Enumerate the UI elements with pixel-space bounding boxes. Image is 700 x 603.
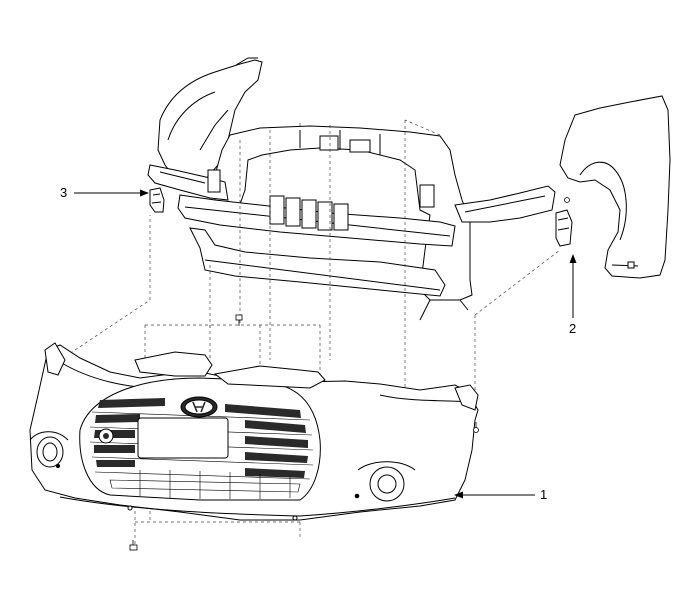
screw-right — [473, 422, 479, 433]
license-plate-area — [137, 417, 229, 459]
callout-3: 3 — [60, 185, 149, 200]
callout-label-1: 1 — [540, 487, 547, 502]
bumper-mounting-bracket-right — [555, 209, 573, 247]
callout-label-3: 3 — [60, 185, 67, 200]
callout-2: 2 — [569, 254, 577, 336]
front-end-module — [147, 125, 556, 321]
callout-label-2: 2 — [569, 321, 576, 336]
clip-fender — [564, 197, 570, 203]
clip-upper — [235, 314, 243, 326]
callout-1: 1 — [454, 487, 547, 502]
fasteners — [129, 197, 570, 551]
front-bumper-cover — [29, 342, 479, 521]
right-fender — [559, 95, 671, 279]
screw-lower — [129, 540, 138, 551]
bumper-mounting-bracket-left — [149, 187, 165, 213]
